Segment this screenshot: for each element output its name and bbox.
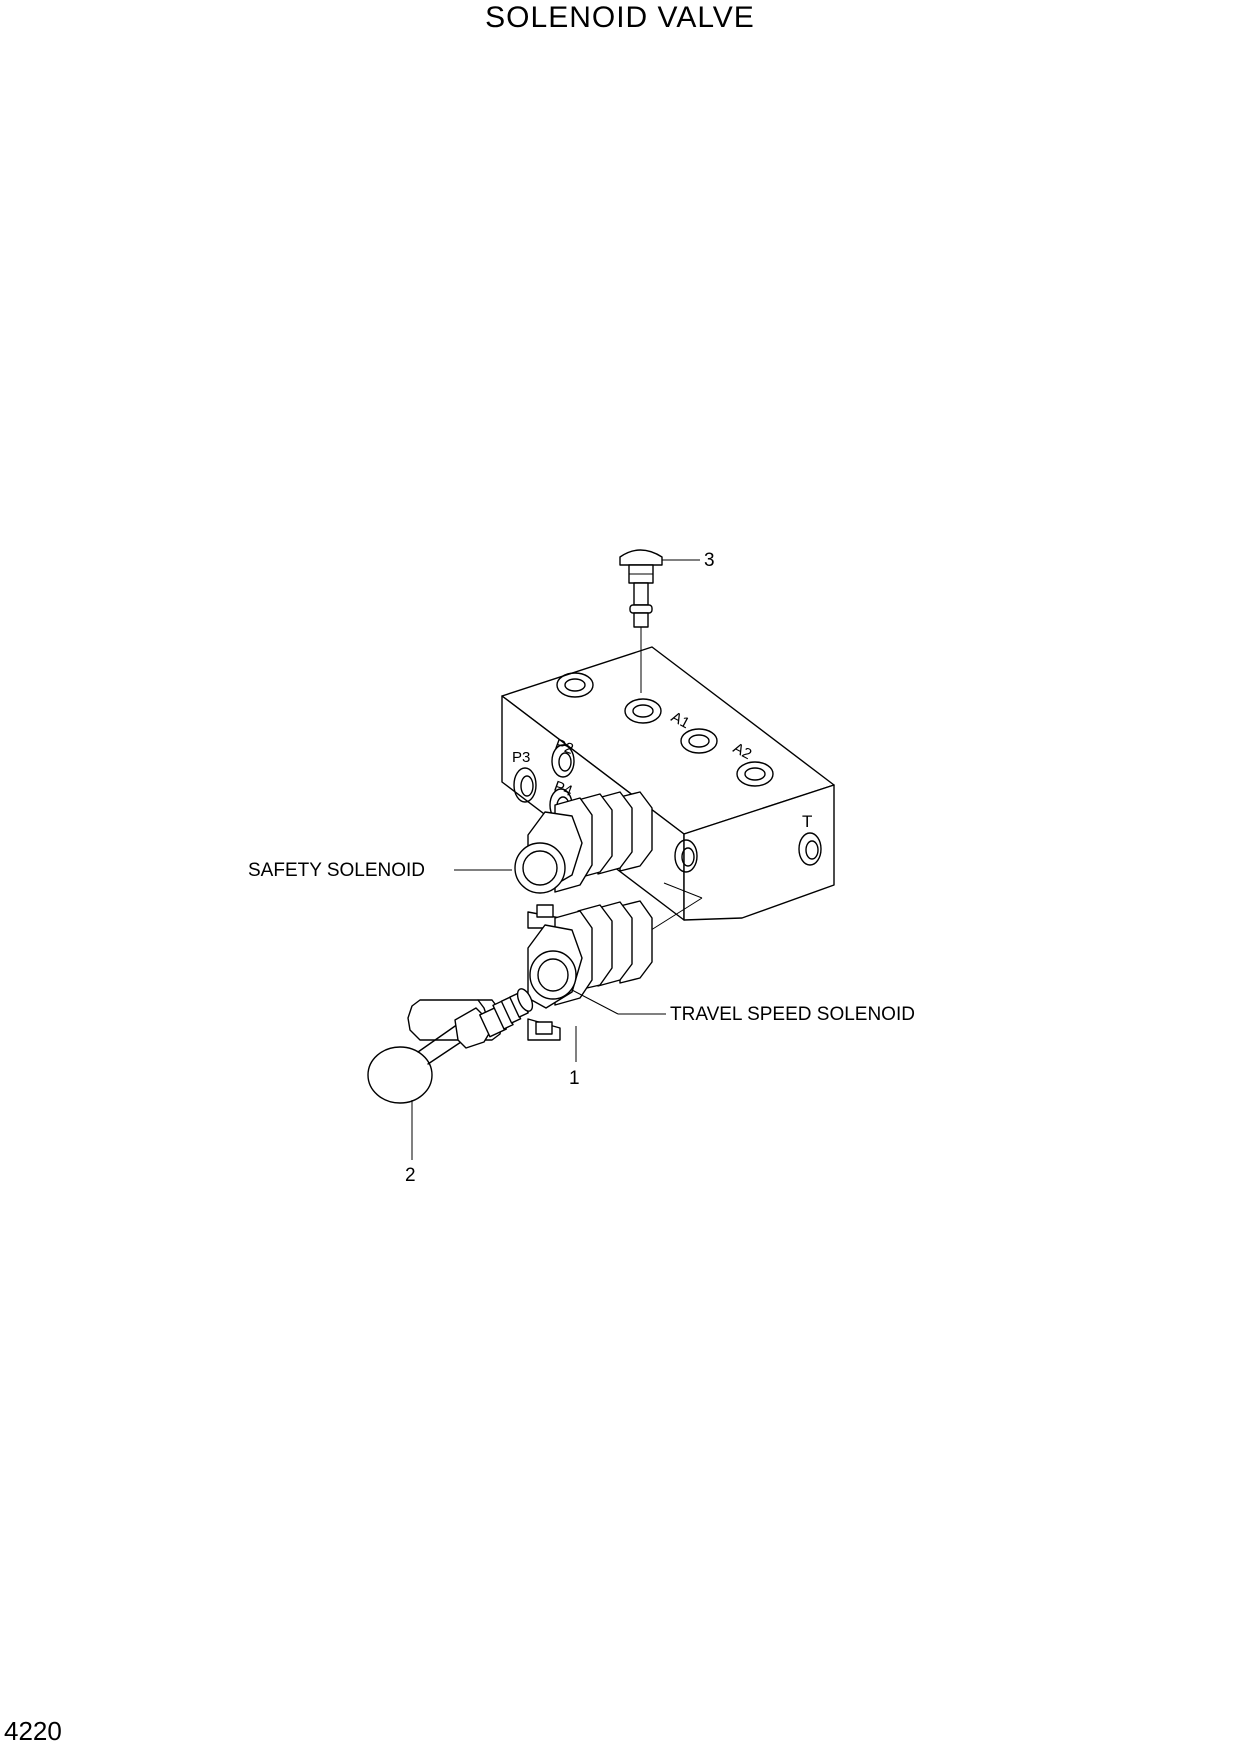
page-number: 4220 [4,1716,62,1746]
callout-travel-speed-solenoid: TRAVEL SPEED SOLENOID [670,1004,915,1025]
leader-lines [411,869,666,1160]
port-label-t: T [802,812,812,831]
page-title: SOLENOID VALVE [485,1,755,34]
port-label-p2: P2 [553,736,576,758]
callout-item-1: 1 [569,1068,580,1089]
front-ports [513,744,822,873]
top-ports [556,672,774,787]
callout-item-3: 3 [704,550,715,571]
safety-solenoid [514,791,653,929]
port-labels: P2 P3 P4 A1 A2 T [512,709,812,831]
port-label-p3: P3 [512,749,530,766]
port-label-p4: P4 [552,778,575,800]
callout-item-2: 2 [405,1165,416,1186]
plug-part-3 [619,549,700,693]
cartridge-valve-part-2 [367,988,534,1104]
port-label-a2: A2 [730,740,754,764]
callout-safety-solenoid: SAFETY SOLENOID [248,860,425,881]
port-label-a1: A1 [668,709,692,733]
